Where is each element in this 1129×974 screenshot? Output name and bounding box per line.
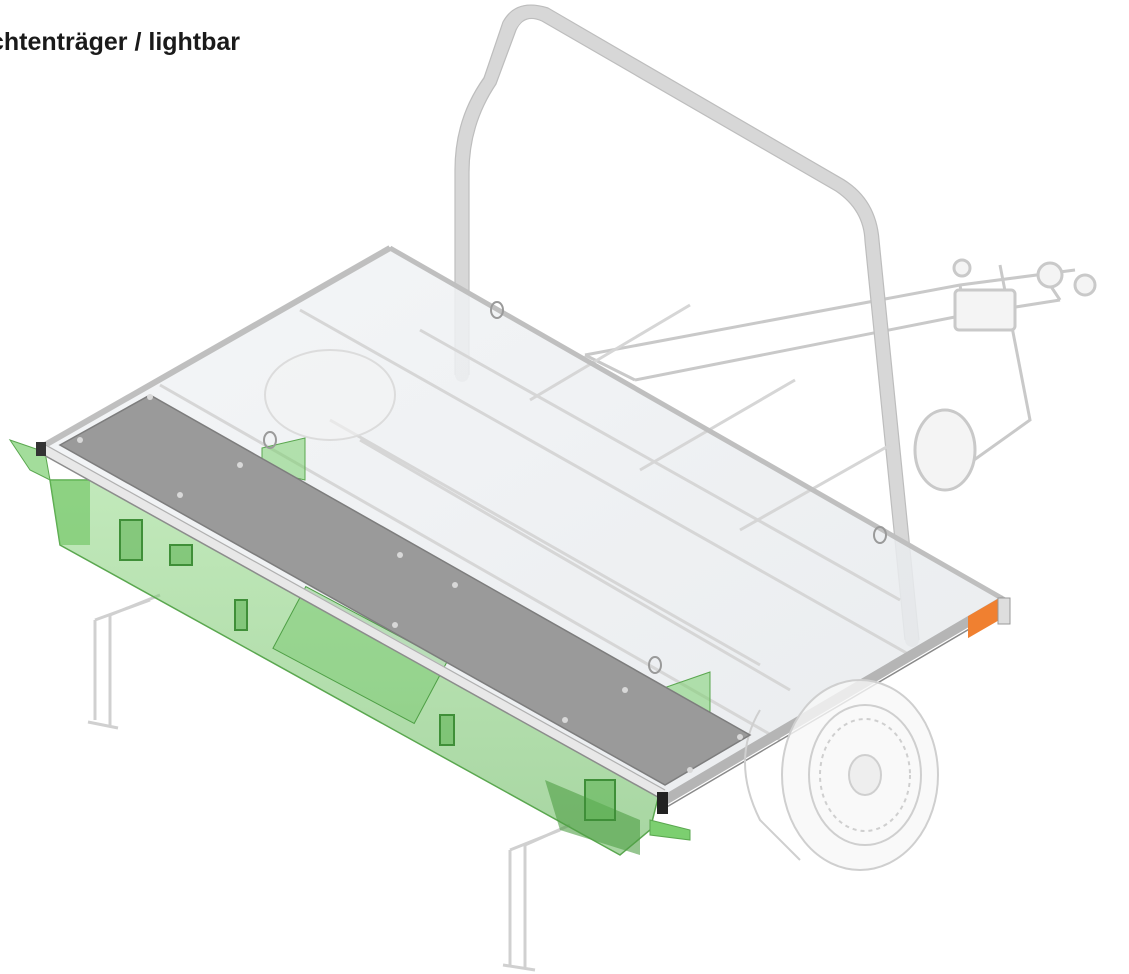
drawbar-icon (584, 258, 1097, 492)
front-profile (36, 442, 668, 814)
hoop-bar (455, 4, 919, 647)
lightbar-icon (8, 437, 711, 856)
page-title: chtenträger / lightbar (0, 28, 241, 56)
reflector-icon (968, 597, 1011, 639)
wheel-icon (744, 679, 939, 871)
deck-panel (58, 394, 752, 786)
